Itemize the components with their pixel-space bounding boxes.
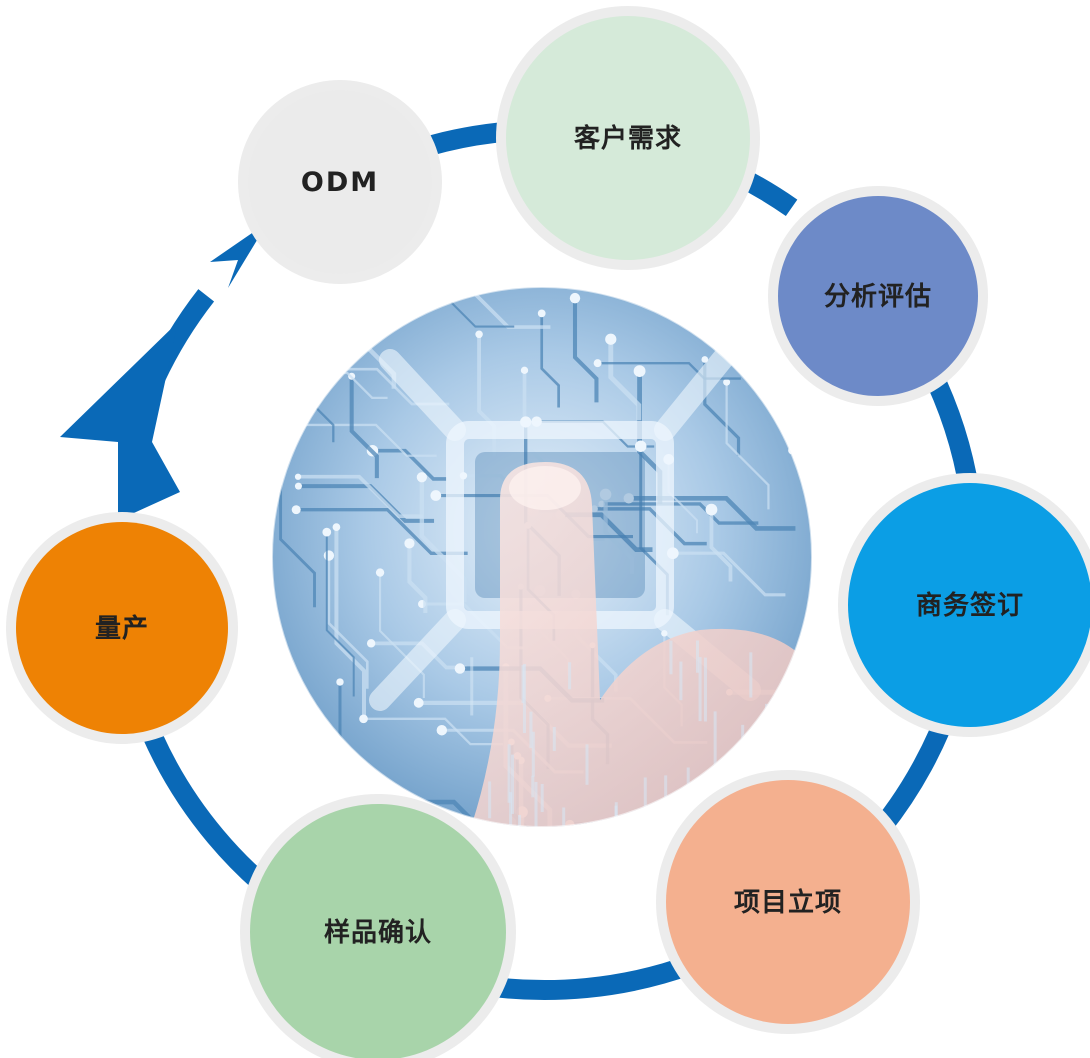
circuit-pad bbox=[454, 663, 466, 674]
node-label-customer-demand: 客户需求 bbox=[574, 123, 682, 154]
circuit-pad bbox=[520, 366, 529, 374]
small-arrowhead-icon bbox=[210, 222, 268, 288]
node-label-project: 项目立项 bbox=[734, 887, 842, 918]
circuit-pad bbox=[291, 505, 301, 515]
node-fill bbox=[848, 483, 1090, 727]
circuit-pad bbox=[359, 714, 368, 724]
finger-touching-circuit-board-icon bbox=[271, 286, 813, 828]
circuit-pad bbox=[593, 359, 602, 368]
node-fill bbox=[666, 780, 910, 1024]
circuit-pad bbox=[274, 447, 287, 460]
circuit-trace bbox=[372, 448, 447, 481]
circuit-pad bbox=[416, 472, 427, 483]
node-label-sample: 样品确认 bbox=[324, 917, 432, 948]
circuit-trace bbox=[608, 339, 642, 421]
large-arrowhead-icon bbox=[60, 322, 180, 532]
circuit-pad bbox=[413, 697, 424, 708]
circuit-trace bbox=[361, 287, 551, 329]
process-node-project: 项目立项 bbox=[656, 770, 920, 1034]
circuit-pad bbox=[537, 309, 546, 318]
node-label-analysis: 分析评估 bbox=[824, 282, 932, 312]
node-fill bbox=[248, 90, 432, 274]
node-label-contract: 商务签订 bbox=[916, 590, 1024, 621]
circuit-pad bbox=[356, 287, 368, 293]
circuit-pad bbox=[430, 490, 442, 501]
circuit-pad bbox=[336, 678, 344, 686]
process-node-analysis: 分析评估 bbox=[768, 186, 988, 406]
circuit-trace bbox=[379, 572, 425, 699]
circuit-trace bbox=[477, 334, 497, 457]
circuit-pad bbox=[605, 333, 617, 345]
circuit-pad bbox=[294, 473, 302, 480]
circuit-pad bbox=[294, 482, 302, 490]
circuit-trace bbox=[672, 551, 786, 597]
process-node-odm: ODM bbox=[238, 80, 442, 284]
circuit-trace bbox=[709, 509, 733, 582]
node-fill bbox=[250, 804, 506, 1058]
node-label-odm: ODM bbox=[301, 167, 379, 198]
node-fill bbox=[506, 16, 750, 260]
circuit-trace bbox=[519, 812, 555, 827]
node-fill bbox=[778, 196, 978, 396]
circuit-pad bbox=[599, 488, 612, 501]
circuit-pad bbox=[436, 725, 448, 736]
circuit-trace bbox=[298, 474, 424, 518]
circuit-pad bbox=[375, 568, 385, 577]
circuit-pad bbox=[340, 288, 348, 296]
circuit-pad bbox=[723, 378, 731, 386]
process-node-mass-production: 量产 bbox=[6, 512, 238, 744]
circuit-pad bbox=[569, 292, 581, 304]
circuit-pad bbox=[475, 330, 483, 339]
circuit-pad bbox=[366, 639, 376, 648]
node-label-mass-production: 量产 bbox=[95, 614, 149, 644]
circuit-trace bbox=[725, 382, 770, 510]
circuit-trace bbox=[628, 495, 796, 531]
circuit-trace bbox=[349, 376, 379, 479]
circuit-pad bbox=[590, 505, 598, 513]
circuit-pad bbox=[322, 527, 332, 537]
circuit-trace bbox=[363, 717, 504, 746]
cycle-direction-arrows bbox=[60, 222, 268, 532]
circuit-pad bbox=[359, 301, 367, 309]
circuit-trace bbox=[419, 477, 467, 603]
circuit-pad bbox=[634, 440, 647, 452]
process-node-customer-demand: 客户需求 bbox=[496, 6, 760, 270]
circuit-pad bbox=[623, 493, 634, 504]
process-node-sample: 样品确认 bbox=[240, 794, 516, 1058]
circuit-pad bbox=[705, 503, 718, 516]
circuit-pad bbox=[323, 550, 335, 561]
circuit-pad bbox=[404, 538, 415, 549]
circuit-pad bbox=[303, 368, 314, 378]
circuit-pad bbox=[633, 365, 646, 378]
circuit-pad bbox=[598, 500, 605, 508]
circuit-trace bbox=[407, 543, 428, 613]
circuit-trace bbox=[597, 361, 741, 380]
process-node-contract: 商务签订 bbox=[838, 473, 1090, 737]
circuit-trace bbox=[279, 453, 316, 608]
circuit-trace bbox=[334, 527, 367, 718]
circuit-pad bbox=[332, 523, 341, 531]
circuit-trace bbox=[540, 313, 560, 408]
circuit-trace bbox=[603, 494, 635, 574]
circuit-trace bbox=[301, 423, 437, 457]
circuit-trace bbox=[572, 298, 599, 403]
circuit-trace bbox=[325, 532, 355, 697]
circuit-pad bbox=[701, 356, 709, 363]
circuit-trace bbox=[327, 555, 369, 689]
circuit-pad bbox=[310, 359, 320, 368]
node-fill bbox=[16, 522, 228, 734]
circuit-pad bbox=[277, 363, 289, 375]
